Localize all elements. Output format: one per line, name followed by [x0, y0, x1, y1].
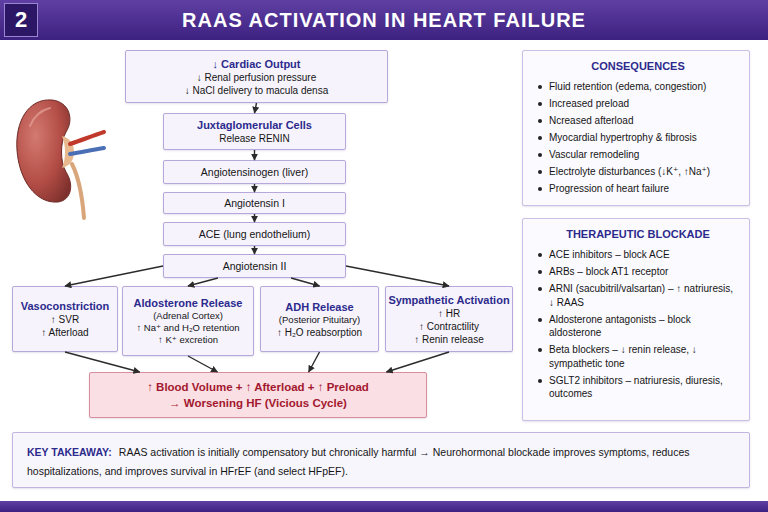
box-text: ↓ NaCl delivery to macula densa [185, 84, 328, 97]
trigger-box: ↓ Cardiac Output↓ Renal perfusion pressu… [125, 50, 388, 103]
box-heading: Vasoconstriction [21, 299, 110, 313]
process-box: Angiotensinogen (liver) [163, 160, 346, 184]
box-text: ↑ K⁺ excretion [158, 334, 218, 346]
box-text: ↑ Blood Volume + ↑ Afterload + ↑ Preload [147, 379, 369, 395]
process-box: ACE (lung endothelium) [163, 222, 346, 246]
box-heading: CONSEQUENCES [537, 59, 739, 73]
process-box: Juxtaglomerular CellsRelease RENIN [163, 113, 346, 150]
box-text: ↑ Renin release [414, 333, 483, 346]
box-text: ACE (lung endothelium) [199, 228, 310, 241]
bullet-item: Fluid retention (edema, congestion) [537, 80, 739, 94]
renal-vein [70, 148, 104, 154]
bullet-item: Electrolyte disturbances (↓K⁺, ↑Na⁺) [537, 165, 739, 179]
box-text: Release RENIN [219, 132, 290, 145]
kidney-illustration [12, 92, 107, 220]
slide-number-badge: 2 [4, 3, 38, 37]
box-text: ↑ Contractility [419, 320, 479, 333]
bullet-item: Progression of heart failure [537, 182, 739, 196]
info-panel: CONSEQUENCES Fluid retention (edema, cong… [522, 50, 750, 206]
flow-arrow [254, 214, 255, 222]
bullet-item: Aldosterone antagonists – block aldoster… [537, 313, 739, 340]
process-box: Angiotensin II [163, 254, 346, 278]
box-heading: Sympathetic Activation [388, 293, 509, 307]
flow-arrow [309, 352, 320, 372]
box-text: (Posterior Pituitary) [279, 314, 360, 326]
slide-number: 2 [15, 7, 27, 32]
process-box: Angiotensin I [163, 192, 346, 214]
flow-arrow [291, 278, 319, 286]
takeaway-box: KEY TAKEAWAY:RAAS activation is initiall… [12, 432, 750, 488]
flow-arrow [188, 356, 217, 372]
bullet-item: Ncreased afterload [537, 114, 739, 128]
box-text: → Worsening HF (Vicious Cycle) [169, 395, 347, 411]
box-text: Angiotensin I [224, 197, 285, 210]
bullet-item: Myocardial hypertrophy & fibrosis [537, 131, 739, 145]
flow-arrow [386, 352, 449, 372]
kidney-body [17, 100, 71, 202]
bullet-item: ARBs – block AT1 receptor [537, 265, 739, 279]
renal-artery [70, 132, 104, 144]
bullet-item: Increased preload [537, 97, 739, 111]
flow-arrow [65, 266, 163, 286]
effect-box: Vasoconstriction↑ SVR↑ Afterload [12, 286, 118, 352]
flow-arrow [255, 103, 257, 113]
box-text: ↑ Afterload [41, 326, 88, 339]
box-heading: Juxtaglomerular Cells [197, 118, 312, 132]
box-text: Angiotensinogen (liver) [201, 166, 308, 179]
box-heading: Aldosterone Release [134, 296, 243, 310]
box-text: Angiotensin II [223, 260, 287, 273]
box-text: ↑ SVR [51, 313, 79, 326]
box-heading: KEY TAKEAWAY: [27, 446, 119, 458]
box-text: ↓ Renal perfusion pressure [197, 71, 317, 84]
box-text: ↑ H₂O reabsorption [277, 326, 362, 339]
box-heading: ADH Release [285, 300, 353, 314]
flow-arrow [254, 246, 255, 254]
flow-arrow [254, 150, 255, 160]
bullet-item: ARNI (sacubitril/valsartan) – ↑ natriure… [537, 282, 739, 309]
flow-arrow [254, 184, 255, 192]
bullet-item: SGLT2 inhibitors – natriuresis, diuresis… [537, 374, 739, 401]
box-heading: ↓ Cardiac Output [212, 57, 300, 71]
bullet-item: ACE inhibitors – block ACE [537, 248, 739, 262]
box-heading: THERAPEUTIC BLOCKADE [537, 227, 739, 241]
flow-arrow [65, 352, 140, 372]
box-text: ↑ HR [438, 307, 460, 320]
bullet-item: Beta blockers – ↓ renin release, ↓ sympa… [537, 343, 739, 370]
ureter [72, 164, 84, 218]
box-text: RAAS activation is initially compensator… [27, 446, 690, 477]
box-text: ↑ Na⁺ and H₂O retention [136, 322, 239, 334]
effect-box: Aldosterone Release(Adrenal Cortex)↑ Na⁺… [122, 286, 254, 356]
flow-arrow [346, 266, 449, 286]
flow-arrow [188, 278, 218, 286]
outcome-box: ↑ Blood Volume + ↑ Afterload + ↑ Preload… [89, 372, 427, 418]
effect-box: ADH Release(Posterior Pituitary)↑ H₂O re… [260, 286, 379, 352]
footer-bar [0, 501, 768, 512]
effect-box: Sympathetic Activation↑ HR↑ Contractilit… [385, 286, 513, 352]
page-title: RAAS ACTIVATION IN HEART FAILURE [0, 0, 768, 40]
kidney-highlight [30, 108, 50, 126]
bullet-item: Vascular remodeling [537, 148, 739, 162]
info-panel: THERAPEUTIC BLOCKADE ACE inhibitors – blo… [522, 218, 750, 421]
box-text: (Adrenal Cortex) [153, 310, 223, 322]
